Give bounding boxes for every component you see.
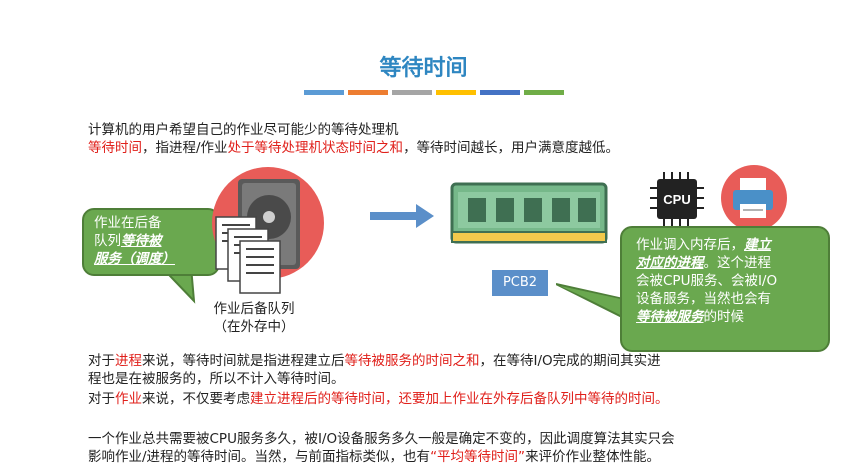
- process-paragraph-line-2: 程也是在被服务的，所以不计入等待时间。: [88, 371, 345, 387]
- slide-title: 等待时间: [379, 56, 468, 81]
- queue-wait-bubble: 作业在后备 队列等待被 服务（调度）: [82, 208, 220, 276]
- bubble-text: 设备服务，当然也会有: [636, 291, 771, 307]
- cpu-text: CPU: [663, 192, 690, 207]
- printer-icon: [721, 165, 787, 231]
- summary-paragraph-line-1: 一个作业总共需要被CPU服务多久，被I/O设备服务多久一般是确定不变的，因此调度…: [88, 431, 675, 447]
- cpu-icon: CPU: [650, 172, 704, 226]
- bubble-text: 队列: [94, 233, 121, 249]
- bubble-emphasis: 服务（调度）: [94, 251, 175, 267]
- bubble-text: 的时候: [703, 309, 745, 325]
- job-queue-label: 作业后备队列 （在外存中）: [196, 300, 312, 336]
- process-paragraph-line-1: 对于进程来说，等待时间就是指进程建立后等待被服务的时间之和，在等待I/O完成的期…: [88, 352, 661, 370]
- bubble-emphasis: 等待被服务: [636, 309, 704, 325]
- bubble-tail: [556, 283, 630, 322]
- color-bar: [524, 90, 564, 95]
- color-bar: [436, 90, 476, 95]
- term-average-waiting-time: “平均等待时间”: [430, 449, 526, 465]
- bubble-text: 会被CPU服务、会被I/O: [636, 273, 778, 289]
- bubble-text: 作业调入内存后，: [636, 237, 744, 253]
- bubble-emphasis: 对应的进程: [636, 255, 704, 271]
- color-bar: [392, 90, 432, 95]
- bubble-text: 作业在后备: [94, 215, 162, 231]
- arrow-right-icon: [370, 204, 434, 228]
- job-paragraph: 对于作业来说，不仅要考虑建立进程后的等待时间，还要加上作业在外存后备队列中等待的…: [88, 390, 669, 408]
- intro-line-1: 计算机的用户希望自己的作业尽可能少的等待处理机: [88, 122, 399, 138]
- bubble-emphasis: 等待被: [121, 233, 162, 249]
- para-text: 来说，等待时间就是指进程建立后: [142, 353, 345, 369]
- color-bar: [348, 90, 388, 95]
- color-bar: [304, 90, 344, 95]
- para-highlight: 等待被服务的时间之和: [344, 353, 480, 369]
- term-process: 进程: [115, 353, 142, 369]
- bubble-emphasis: 建立: [744, 237, 771, 253]
- intro-text: ，等待时间越长，用户满意度越低。: [403, 140, 620, 156]
- bubble-text: 。这个进程: [703, 255, 772, 271]
- queue-label-line: （在外存中）: [213, 319, 295, 335]
- intro-line-2: 等待时间，指进程/作业处于等待处理机状态时间之和，等待时间越长，用户满意度越低。: [88, 139, 619, 157]
- intro-text: ，指进程/作业: [142, 140, 228, 156]
- disk-and-jobs-icon: [212, 167, 324, 294]
- term-job: 作业: [115, 391, 142, 407]
- para-text: 来评价作业整体性能。: [525, 449, 661, 465]
- para-highlight: 建立进程后的等待时间，还要加上作业在外存后备队列中等待的时间。: [250, 391, 669, 407]
- definition-highlight: 处于等待处理机状态时间之和: [227, 140, 404, 156]
- para-text: 来说，不仅要考虑: [142, 391, 250, 407]
- para-text: 对于: [88, 391, 115, 407]
- para-text: 影响作业/进程的等待时间。当然，与前面指标类似，也有: [88, 449, 431, 465]
- para-text: ，在等待I/O完成的期间其实进: [479, 353, 661, 369]
- color-bar: [480, 90, 520, 95]
- process-wait-bubble: 作业调入内存后，建立 对应的进程。这个进程 会被CPU服务、会被I/O 设备服务…: [620, 226, 830, 352]
- memory-module-icon: [450, 182, 608, 244]
- para-text: 对于: [88, 353, 115, 369]
- queue-label-line: 作业后备队列: [213, 301, 295, 317]
- pcb-label: PCB2: [492, 270, 548, 296]
- summary-paragraph-line-2: 影响作业/进程的等待时间。当然，与前面指标类似，也有“平均等待时间”来评价作业整…: [88, 448, 660, 466]
- term-waiting-time: 等待时间: [88, 140, 142, 156]
